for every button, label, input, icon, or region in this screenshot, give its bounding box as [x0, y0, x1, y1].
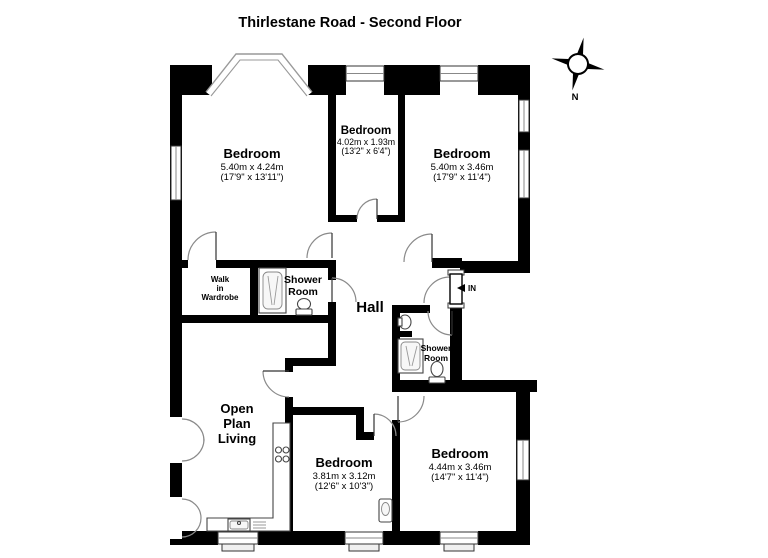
door-arc: [403, 233, 433, 263]
room-open-plan-living: Open Plan Living: [218, 401, 256, 446]
door-arc: [356, 198, 378, 220]
room-label-line1: Walk: [211, 275, 230, 284]
room-label-line1: Open: [220, 401, 253, 416]
room-label-line1: Shower: [421, 343, 452, 353]
room-bedroom-top-right: Bedroom 5.40m x 3.46m (17'9" x 11'4"): [431, 146, 494, 183]
wall-openings: [170, 417, 182, 539]
room-label-line1: Shower: [284, 274, 322, 286]
shower-icon: [397, 338, 424, 374]
room-label: Bedroom: [433, 146, 490, 161]
bedroom-basin: [378, 498, 393, 523]
room-dim-metric: 4.44m x 3.46m: [429, 462, 492, 473]
windows: [170, 65, 530, 552]
window-icon: [217, 531, 259, 552]
entrance-marker: IN: [457, 284, 476, 293]
room-bedroom-bottom-right: Bedroom 4.44m x 3.46m (14'7" x 11'4"): [429, 446, 492, 483]
room-dim-imperial: (17'9" x 13'11"): [220, 172, 283, 183]
hob-icon: [274, 446, 290, 463]
room-label-line2: in: [216, 284, 223, 293]
window-icon: [170, 145, 182, 201]
window-icon: [518, 149, 530, 199]
room-label-line2: Room: [288, 286, 318, 298]
entrance-door: [423, 269, 465, 309]
room-label: Bedroom: [223, 146, 280, 161]
entrance-label: IN: [468, 284, 476, 293]
kitchen-counter: [206, 422, 291, 532]
door-arc: [306, 232, 333, 259]
door-arc: [181, 517, 202, 538]
window-icon: [439, 65, 479, 82]
toilet-icon: [295, 297, 313, 316]
window-icon: [344, 531, 384, 552]
room-label-line3: Wardrobe: [201, 293, 239, 302]
room-label: Bedroom: [431, 446, 488, 461]
basin-icon: [378, 498, 393, 523]
room-dim-imperial: (13'2" x 6'4"): [341, 146, 390, 156]
room-label: Bedroom: [341, 125, 391, 137]
window-icon: [439, 531, 479, 552]
room-dim-imperial: (14'7" x 11'4"): [431, 472, 489, 483]
kitchen-sink-icon: [227, 518, 266, 532]
room-hall: Hall: [356, 299, 384, 316]
toilet-icon: [428, 360, 446, 384]
room-walk-in-wardrobe: Walk in Wardrobe: [201, 275, 239, 302]
room-dim-imperial: (17'9" x 11'4"): [433, 172, 491, 183]
room-shower-room-1: Shower Room: [284, 274, 322, 298]
door-arc: [181, 498, 202, 519]
room-bedroom-bottom-middle: Bedroom 3.81m x 3.12m (12'6" x 10'3"): [313, 455, 376, 492]
compass-north-label: N: [572, 92, 579, 103]
window-icon: [345, 65, 385, 82]
shower-room-1-fixtures: [258, 267, 313, 316]
shower-icon: [258, 267, 287, 314]
room-label-line2: Plan: [223, 416, 251, 431]
window-icon: [516, 439, 530, 481]
room-bedroom-top-middle: Bedroom 4.02m x 1.93m (13'2" x 6'4"): [337, 125, 395, 156]
doors: [181, 198, 453, 538]
door-arc: [373, 413, 397, 437]
door-arc: [331, 277, 357, 303]
entrance-arrow-icon: [457, 284, 465, 292]
kitchen-fixtures: [206, 422, 291, 532]
room-dim-metric: 5.40m x 4.24m: [221, 162, 284, 173]
room-shower-room-2: Shower Room: [421, 343, 452, 363]
sink-icon: [397, 314, 412, 330]
bay-window-icon: [205, 53, 313, 97]
room-dim-imperial: (12'6" x 10'3"): [315, 481, 373, 492]
door-arc: [262, 370, 290, 398]
room-dim-metric: 4.02m x 1.93m: [337, 137, 395, 147]
shower-room-2-fixtures: [397, 314, 446, 384]
window-icon: [518, 99, 530, 133]
room-label: Bedroom: [315, 455, 372, 470]
page-title: Thirlestane Road - Second Floor: [238, 15, 462, 31]
room-label: Hall: [356, 299, 384, 316]
door-arc: [427, 310, 453, 336]
room-label-line2: Room: [424, 353, 449, 363]
door-arc: [187, 231, 217, 261]
compass-icon: N: [551, 37, 605, 103]
room-bedroom-top-left: Bedroom 5.40m x 4.24m (17'9" x 13'11"): [220, 146, 283, 183]
door-arc: [181, 438, 205, 462]
door-arc: [397, 395, 425, 423]
room-dim-metric: 5.40m x 3.46m: [431, 162, 494, 173]
room-label-line3: Living: [218, 431, 256, 446]
door-arc: [181, 418, 205, 442]
room-dim-metric: 3.81m x 3.12m: [313, 471, 376, 482]
